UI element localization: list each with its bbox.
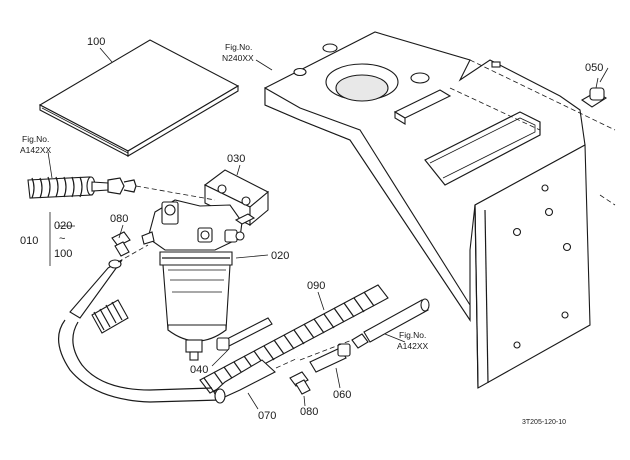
fig-ref-3-label: Fig.No.	[399, 330, 426, 340]
part-number-100-range: 100	[54, 248, 72, 260]
part-number-020-range: 020	[54, 220, 72, 232]
hose-clamp-and-pipe	[289, 298, 430, 407]
inlet-hose-spring	[27, 176, 216, 201]
part-number-080-upper: 080	[110, 213, 128, 225]
part-number-060: 060	[333, 389, 351, 401]
fig-ref-1-label: Fig.No.	[225, 42, 252, 52]
fuel-filter-assembly	[141, 199, 269, 361]
part-number-070: 070	[258, 410, 276, 422]
long-bolt	[211, 317, 273, 367]
mounting-bracket	[264, 31, 616, 389]
drawing-code: 3T205-120-10	[522, 419, 566, 426]
fig-ref-3-code: A142XX	[397, 341, 429, 351]
outlet-hose	[213, 357, 299, 410]
fig-ref-1-code: N240XX	[222, 53, 254, 63]
part-labels: 100 050 030 080 020 010 ~ 100 020 090 04…	[20, 36, 603, 422]
figure-references: Fig.No. N240XX Fig.No. A142XX Fig.No. A1…	[20, 42, 429, 351]
range-tilde: ~	[59, 233, 65, 245]
part-number-020-callout: 020	[271, 250, 289, 262]
part-number-040: 040	[190, 364, 208, 376]
part-number-080-lower: 080	[300, 406, 318, 418]
manual-booklet	[38, 39, 240, 157]
part-number-050: 050	[585, 62, 603, 74]
drain-plug	[580, 77, 608, 108]
part-number-100: 100	[87, 36, 105, 48]
fig-ref-2-code: A142XX	[20, 145, 52, 155]
fig-ref-2-label: Fig.No.	[22, 134, 49, 144]
part-number-010: 010	[20, 235, 38, 247]
part-number-090: 090	[307, 280, 325, 292]
hose-springs	[58, 224, 221, 403]
leader-lines	[47, 47, 609, 343]
part-number-030: 030	[227, 153, 245, 165]
